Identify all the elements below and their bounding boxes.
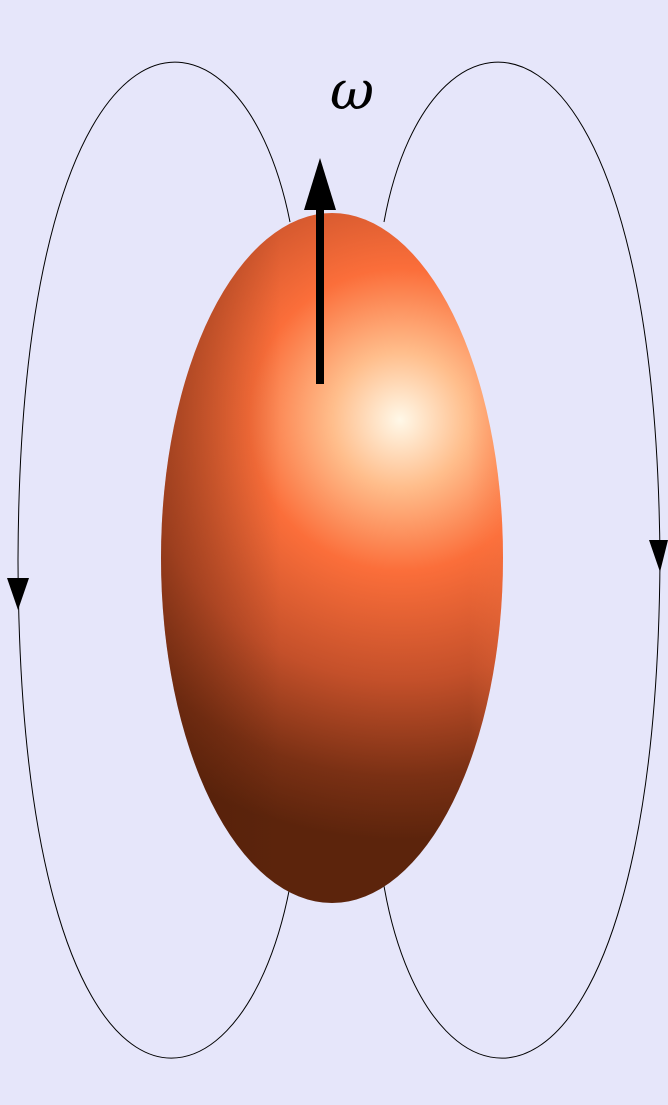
spheroid-rim-shade xyxy=(161,213,503,903)
omega-label: ω xyxy=(329,59,375,122)
rotation-axis-arrow-icon xyxy=(304,158,336,210)
field-arrow-left-icon xyxy=(7,578,29,610)
field-arrow-right-icon xyxy=(649,540,668,572)
field-line-left xyxy=(17,61,291,1059)
